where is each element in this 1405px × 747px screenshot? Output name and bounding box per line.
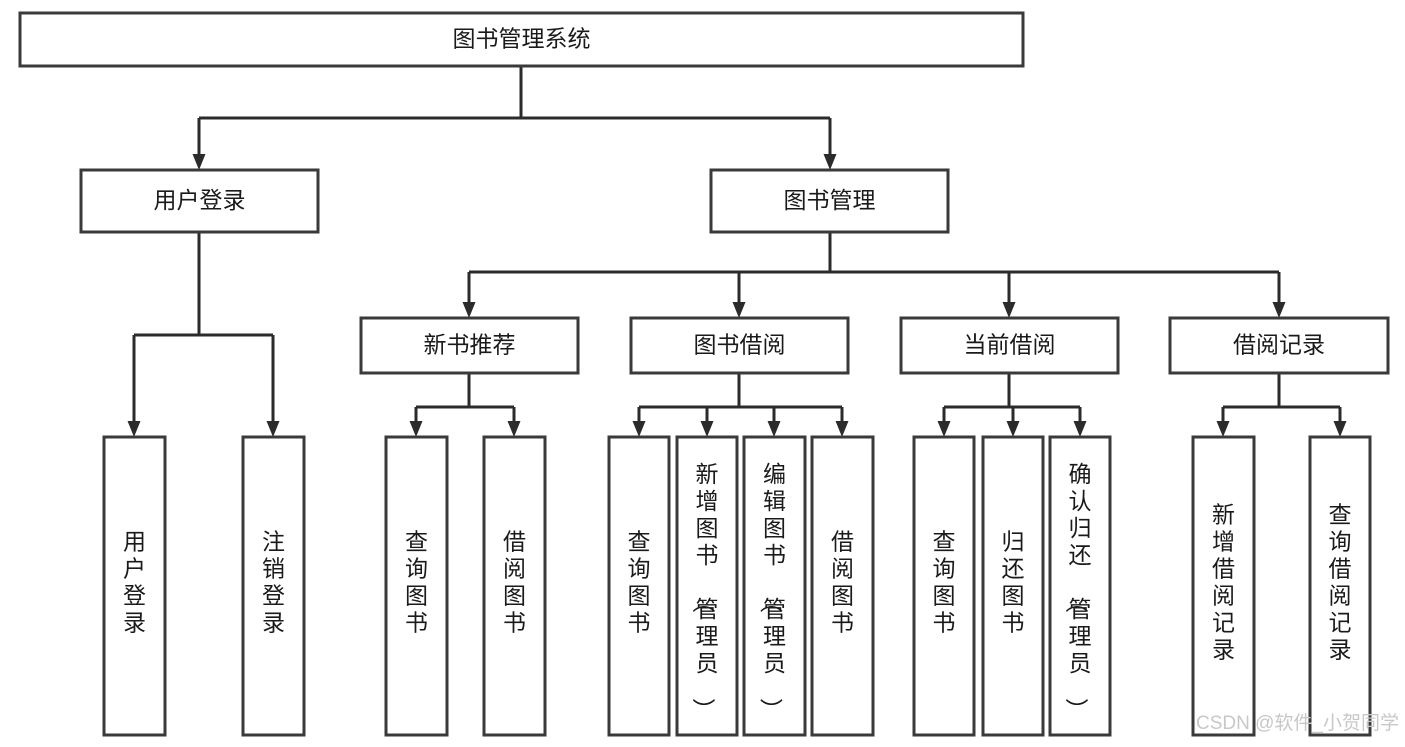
node-leaf-return-book[interactable]: 归还图书 — [981, 435, 1045, 737]
node-box-leaf-confirm-return[interactable] — [1048, 435, 1112, 737]
arrow-head — [192, 154, 206, 170]
arrow-head — [1333, 421, 1347, 437]
node-label-user-login: 用户登录 — [154, 187, 246, 213]
node-label-leaf-borrow-book-1: 借阅图书 — [503, 529, 526, 636]
arrow-head — [127, 421, 141, 437]
arrow-head — [700, 421, 714, 437]
node-layer: 图书管理系统用户登录图书管理新书推荐图书借阅当前借阅借阅记录用户登录注销登录查询… — [18, 11, 1390, 737]
arrow-head — [1216, 421, 1230, 437]
arrow-head — [507, 421, 521, 437]
node-leaf-borrow-book-2[interactable]: 借阅图书 — [810, 435, 875, 737]
node-book-borrow[interactable]: 图书借阅 — [629, 316, 850, 375]
node-label-root: 图书管理系统 — [453, 26, 591, 52]
node-box-leaf-add-book[interactable] — [675, 435, 739, 737]
node-box-borrow-record[interactable] — [1168, 316, 1390, 375]
node-label-borrow-record: 借阅记录 — [1233, 332, 1325, 358]
node-label-book-manage: 图书管理 — [784, 187, 876, 213]
arrow-head — [1073, 421, 1087, 437]
node-current-borrow[interactable]: 当前借阅 — [899, 316, 1120, 375]
node-label-leaf-add-borrow-record: 新增借阅记录 — [1212, 502, 1235, 663]
node-book-manage[interactable]: 图书管理 — [709, 168, 950, 234]
arrow-head — [266, 421, 280, 437]
node-label-leaf-confirm-return: 确认归还（管理员） — [1064, 461, 1092, 721]
node-new-book-recommend[interactable]: 新书推荐 — [359, 316, 580, 375]
node-label-leaf-query-book-2: 查询图书 — [628, 529, 651, 636]
node-box-leaf-edit-book[interactable] — [742, 435, 807, 737]
node-box-leaf-logout-login[interactable] — [241, 435, 306, 737]
node-label-current-borrow: 当前借阅 — [964, 332, 1056, 358]
arrow-head — [1002, 302, 1016, 318]
node-leaf-confirm-return[interactable]: 确认归还（管理员） — [1048, 435, 1112, 737]
node-label-leaf-edit-book: 编辑图书（管理员） — [758, 461, 786, 721]
node-label-leaf-borrow-book-2: 借阅图书 — [831, 529, 854, 636]
arrow-head — [1006, 421, 1020, 437]
node-leaf-edit-book[interactable]: 编辑图书（管理员） — [742, 435, 807, 737]
node-leaf-user-login[interactable]: 用户登录 — [102, 435, 167, 737]
arrow-head — [835, 421, 849, 437]
node-label-leaf-return-book: 归还图书 — [1002, 529, 1025, 636]
node-box-leaf-query-book-1[interactable] — [384, 435, 449, 737]
node-box-new-book-recommend[interactable] — [359, 316, 580, 375]
node-box-leaf-add-borrow-record[interactable] — [1191, 435, 1256, 737]
arrow-head — [767, 421, 781, 437]
connector-user-login-to-leaves — [127, 232, 280, 437]
arrow-head — [732, 302, 746, 318]
connector-book-borrow-to-leaves — [632, 373, 849, 437]
node-leaf-borrow-book-1[interactable]: 借阅图书 — [482, 435, 547, 737]
connector-borrow-record-to-leaves — [1216, 373, 1347, 437]
node-box-user-login[interactable] — [79, 168, 320, 234]
node-leaf-query-book-3[interactable]: 查询图书 — [912, 435, 976, 737]
connector-root-to-level2 — [192, 66, 837, 170]
node-box-current-borrow[interactable] — [899, 316, 1120, 375]
node-label-leaf-logout-login: 注销登录 — [262, 529, 285, 636]
node-leaf-query-book-2[interactable]: 查询图书 — [607, 435, 671, 737]
node-box-leaf-query-book-3[interactable] — [912, 435, 976, 737]
node-box-book-borrow[interactable] — [629, 316, 850, 375]
node-user-login[interactable]: 用户登录 — [79, 168, 320, 234]
arrow-head — [823, 154, 837, 170]
node-leaf-add-book[interactable]: 新增图书（管理员） — [675, 435, 739, 737]
arrow-head — [462, 302, 476, 318]
node-label-new-book-recommend: 新书推荐 — [424, 332, 516, 358]
node-label-book-borrow: 图书借阅 — [694, 332, 786, 358]
node-box-leaf-borrow-book-1[interactable] — [482, 435, 547, 737]
node-borrow-record[interactable]: 借阅记录 — [1168, 316, 1390, 375]
node-box-leaf-query-borrow-record[interactable] — [1308, 435, 1372, 737]
node-label-leaf-query-borrow-record: 查询借阅记录 — [1329, 502, 1352, 663]
node-leaf-logout-login[interactable]: 注销登录 — [241, 435, 306, 737]
connector-layer — [127, 66, 1347, 437]
node-box-leaf-query-book-2[interactable] — [607, 435, 671, 737]
connector-new-book-to-leaves — [409, 373, 521, 437]
node-box-leaf-user-login[interactable] — [102, 435, 167, 737]
node-leaf-add-borrow-record[interactable]: 新增借阅记录 — [1191, 435, 1256, 737]
arrow-head — [409, 421, 423, 437]
node-leaf-query-book-1[interactable]: 查询图书 — [384, 435, 449, 737]
arrow-head — [937, 421, 951, 437]
node-box-book-manage[interactable] — [709, 168, 950, 234]
node-label-leaf-query-book-3: 查询图书 — [933, 529, 956, 636]
node-label-leaf-query-book-1: 查询图书 — [405, 529, 428, 636]
node-root[interactable]: 图书管理系统 — [18, 11, 1025, 68]
arrow-head — [1272, 302, 1286, 318]
csdn-watermark: CSDN @软件_小贺同学 — [1196, 712, 1399, 734]
node-leaf-query-borrow-record[interactable]: 查询借阅记录 — [1308, 435, 1372, 737]
node-box-root[interactable] — [18, 11, 1025, 68]
arrow-head — [632, 421, 646, 437]
connector-book-manage-to-level3 — [462, 232, 1286, 318]
node-box-leaf-borrow-book-2[interactable] — [810, 435, 875, 737]
node-box-leaf-return-book[interactable] — [981, 435, 1045, 737]
connector-current-borrow-to-leaves — [937, 373, 1087, 437]
node-label-leaf-user-login: 用户登录 — [123, 529, 146, 636]
node-label-leaf-add-book: 新增图书（管理员） — [691, 461, 719, 721]
